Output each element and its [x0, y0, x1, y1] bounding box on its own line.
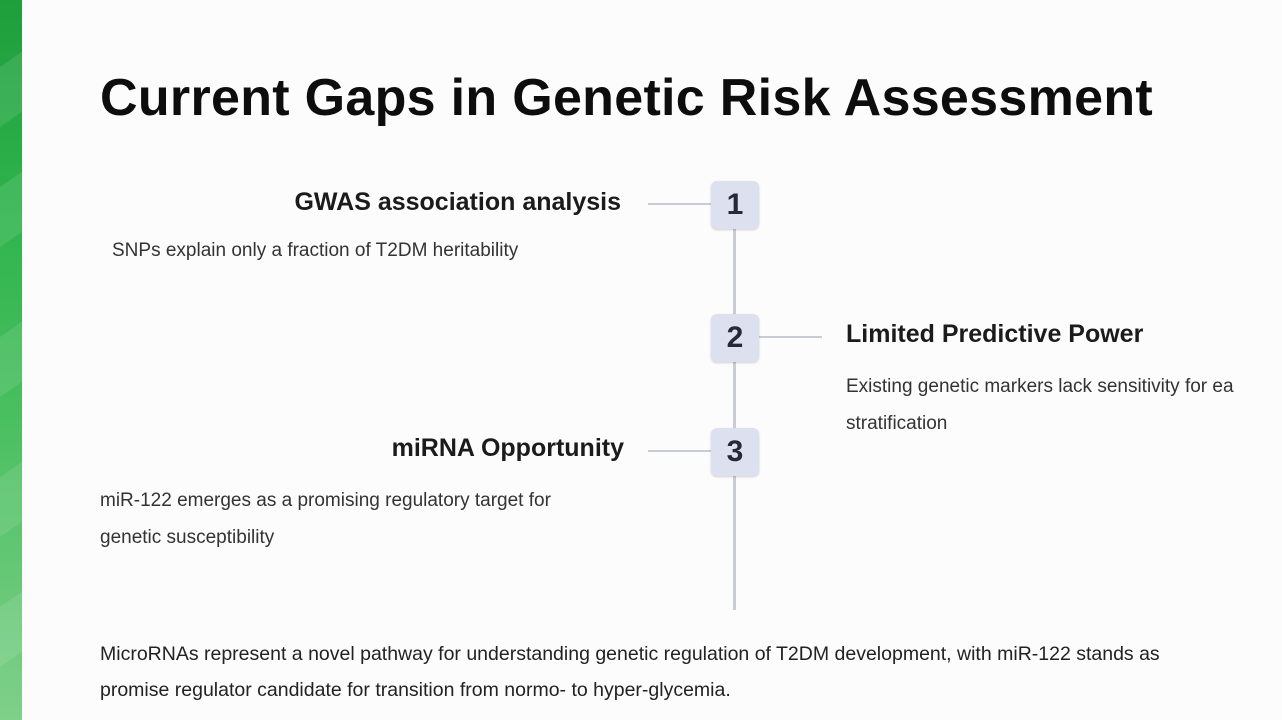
timeline-step-3-description-line1: miR-122 emerges as a promising regulator…: [100, 490, 551, 511]
timeline-line: [733, 205, 736, 610]
slide-title: Current Gaps in Genetic Risk Assessment: [100, 69, 1154, 127]
footer-line-1: MicroRNAs represent a novel pathway for …: [100, 643, 1160, 665]
slide-footer-text: MicroRNAs represent a novel pathway for …: [100, 636, 1282, 708]
decorative-green-strip: [0, 0, 22, 720]
timeline-step-3-title: miRNA Opportunity: [391, 434, 624, 462]
timeline-step-3-description-line2: genetic susceptibility: [100, 527, 275, 548]
timeline-connector-1: [648, 203, 712, 205]
timeline-step-2-title: Limited Predictive Power: [846, 320, 1144, 348]
timeline-connector-3: [648, 450, 712, 452]
timeline-step-2-description-line2: stratification: [846, 413, 948, 434]
timeline-connector-2: [758, 336, 822, 338]
footer-line-2: promise regulator candidate for transiti…: [100, 679, 731, 701]
timeline-step-1-description: SNPs explain only a fraction of T2DM her…: [112, 240, 519, 261]
timeline-step-1-badge: 1: [711, 181, 759, 229]
timeline-step-2-badge: 2: [711, 314, 759, 362]
timeline-step-1-title: GWAS association analysis: [294, 188, 621, 216]
timeline-step-3-badge: 3: [711, 428, 759, 476]
timeline-step-2-description-line1: Existing genetic markers lack sensitivit…: [846, 376, 1234, 397]
